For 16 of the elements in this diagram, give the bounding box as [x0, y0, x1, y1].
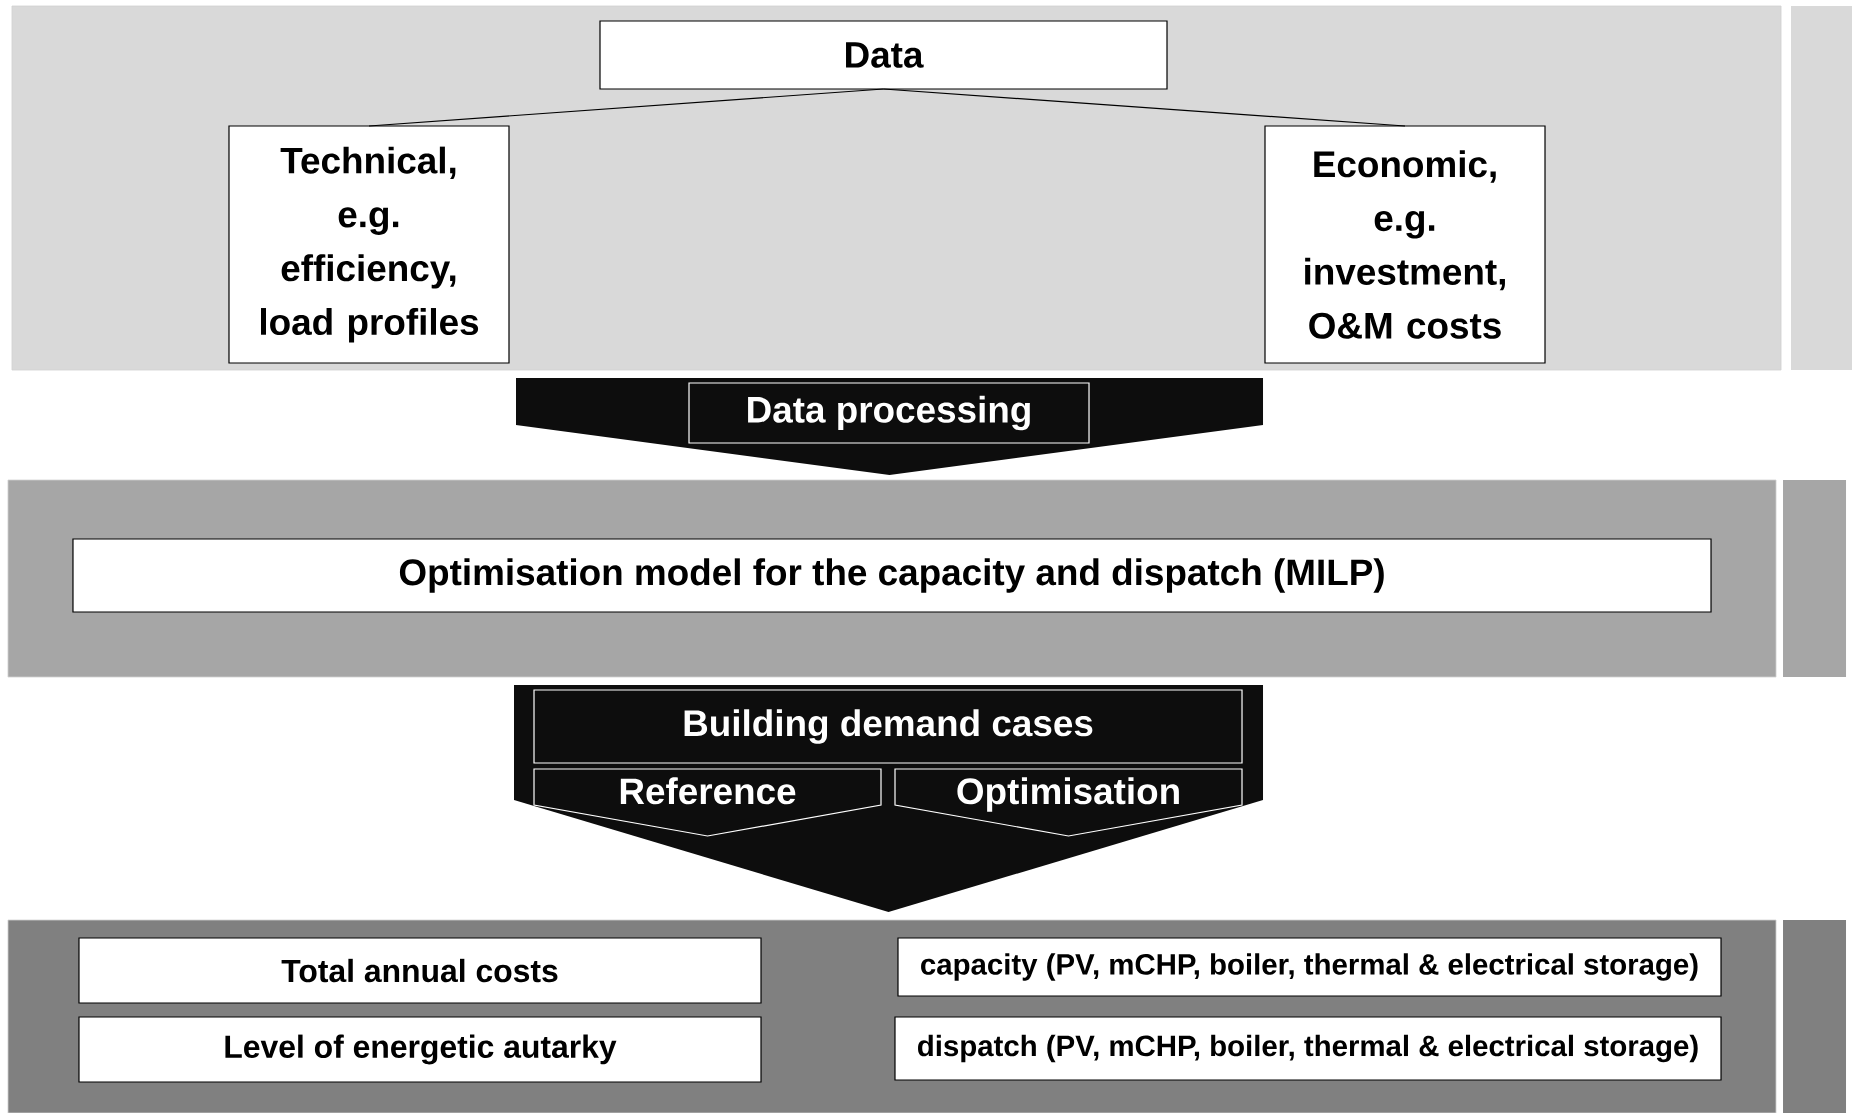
case-tab: Reference	[533, 768, 882, 837]
text-box: Economic, e.g. investment, O&M costs	[1264, 125, 1546, 364]
case-tab: Optimisation	[894, 768, 1243, 837]
text-box: Technical, e.g. efficiency, load profiles	[228, 125, 510, 364]
connector-line	[882, 88, 1406, 127]
side-bar	[1783, 920, 1846, 1113]
text-box: Total annual costs	[78, 937, 762, 1004]
text-box: Optimisation model for the capacity and dispatch (MILP)	[72, 538, 1712, 613]
text-box: Level of energetic autarky	[78, 1016, 762, 1083]
text-box: capacity (PV, mCHP, boiler, thermal & electrical storage)	[897, 937, 1722, 997]
connector-line	[368, 88, 885, 127]
text-box: Data	[599, 20, 1168, 90]
side-bar	[1783, 480, 1846, 677]
text-box: dispatch (PV, mCHP, boiler, thermal & electrical storage)	[894, 1016, 1722, 1081]
chevron-panel: Data processing	[516, 378, 1263, 475]
side-bar	[1791, 6, 1852, 370]
